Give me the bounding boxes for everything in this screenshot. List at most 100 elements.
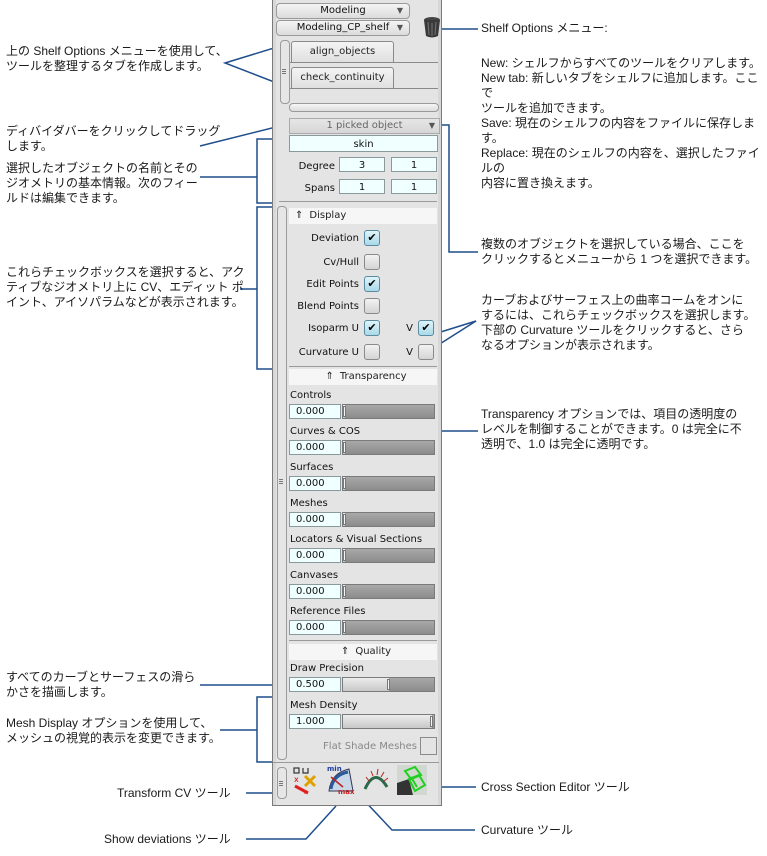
slider-track[interactable]	[342, 584, 435, 599]
checkmark-icon: ✔	[367, 231, 377, 244]
deviation-checkbox[interactable]: ✔	[364, 230, 380, 246]
transparency-value[interactable]: 0.000	[289, 548, 341, 563]
annotation-cross-section: Cross Section Editor ツール	[481, 780, 630, 794]
curvature-tool[interactable]	[361, 765, 391, 795]
slider-fill	[343, 678, 389, 691]
slider-thumb[interactable]	[343, 550, 346, 561]
draw-precision-value[interactable]: 0.500	[289, 677, 341, 692]
slider-track[interactable]	[342, 476, 435, 491]
annotation-shelf-options-body: New: シェルフからすべてのツールをクリアします。 New tab: 新しいタ…	[481, 56, 761, 190]
slider-thumb[interactable]	[343, 406, 346, 417]
transform-cv-icon: x	[293, 767, 317, 795]
min-label: min	[327, 765, 342, 773]
transparency-value[interactable]: 0.000	[289, 620, 341, 635]
trash-can-icon[interactable]	[423, 16, 441, 38]
cross-section-editor-tool[interactable]	[397, 765, 427, 795]
quality-title: Quality	[355, 646, 392, 657]
transparency-slider[interactable]: 0.000	[289, 512, 435, 527]
annotation-divider: ディバイダバーをクリックしてドラッグ します。	[6, 124, 221, 153]
annotation-picked-menu: 複数のオブジェクトを選択している場合、ここを クリックするとメニューから 1 つ…	[481, 237, 758, 266]
transparency-item-label: Locators & Visual Sections	[290, 534, 423, 545]
slider-track[interactable]	[342, 677, 435, 692]
transparency-slider[interactable]: 0.000	[289, 620, 435, 635]
spans-u-field[interactable]: 1	[339, 179, 385, 194]
transparency-value[interactable]: 0.000	[289, 584, 341, 599]
divider-bar[interactable]	[289, 103, 439, 112]
slider-thumb[interactable]	[343, 514, 346, 525]
isoparm-u-checkbox[interactable]: ✔	[364, 320, 380, 336]
degree-u-field[interactable]: 3	[339, 157, 385, 172]
cross-section-editor-icon	[397, 765, 427, 795]
cv-hull-checkbox[interactable]	[364, 254, 380, 270]
callout-line-show-deviations	[246, 805, 337, 840]
control-panel: Modeling ▼ Modeling_CP_shelf ▼ align_obj…	[272, 0, 442, 806]
transparency-item-label: Controls	[290, 390, 332, 401]
transparency-title: Transparency	[339, 371, 407, 382]
svg-text:x: x	[294, 775, 299, 784]
blend-points-checkbox[interactable]	[364, 298, 380, 314]
slider-thumb[interactable]	[343, 478, 346, 489]
slider-track[interactable]	[342, 512, 435, 527]
tool-shelf-grip[interactable]	[277, 767, 287, 799]
transparency-value[interactable]: 0.000	[289, 440, 341, 455]
max-label: max	[338, 788, 355, 795]
slider-thumb[interactable]	[343, 442, 346, 453]
mesh-density-value[interactable]: 1.000	[289, 714, 341, 729]
slider-track[interactable]	[342, 440, 435, 455]
spans-v-field[interactable]: 1	[391, 179, 437, 194]
tab-check-continuity[interactable]: check_continuity	[291, 67, 394, 88]
slider-track[interactable]	[342, 620, 435, 635]
curvature-u-label: Curvature U	[298, 347, 359, 358]
transparency-value[interactable]: 0.000	[289, 476, 341, 491]
mesh-density-slider[interactable]: 1.000	[289, 714, 435, 729]
dropdown-arrow-icon: ▼	[396, 23, 403, 32]
degree-v-field[interactable]: 1	[391, 157, 437, 172]
menu-set-dropdown[interactable]: Modeling ▼	[276, 3, 410, 19]
transparency-section-header[interactable]: ⇑Transparency	[289, 369, 437, 385]
transform-cv-tool[interactable]: x	[291, 765, 321, 795]
transparency-slider[interactable]: 0.000	[289, 476, 435, 491]
shelf-options-dropdown[interactable]: Modeling_CP_shelf ▼	[276, 20, 410, 36]
transparency-item-label: Canvases	[290, 570, 339, 581]
transparency-value[interactable]: 0.000	[289, 512, 341, 527]
annotation-curvature-tool: Curvature ツール	[481, 823, 574, 837]
flat-shade-meshes-checkbox[interactable]	[420, 737, 437, 755]
transparency-slider[interactable]: 0.000	[289, 548, 435, 563]
transparency-slider[interactable]: 0.000	[289, 584, 435, 599]
object-name-field[interactable]: skin	[289, 135, 438, 152]
tool-shelf: x min max	[273, 762, 439, 803]
flat-shade-meshes-label: Flat Shade Meshes	[323, 741, 417, 752]
quality-section-header[interactable]: ⇑Quality	[289, 644, 437, 660]
panel-scrollbar[interactable]	[277, 206, 287, 760]
display-section-header[interactable]: ⇑Display	[289, 208, 437, 224]
show-deviations-tool[interactable]: min max	[325, 765, 355, 795]
picked-object-dropdown[interactable]: 1 picked object ▼	[289, 118, 440, 134]
edit-points-checkbox[interactable]: ✔	[364, 276, 380, 292]
annotation-display-checkboxes: これらチェックボックスを選択すると、アク ティブなジオメトリ上に CV、エディッ…	[6, 265, 245, 309]
tab-baseline	[290, 62, 438, 63]
dropdown-arrow-icon: ▼	[396, 6, 403, 15]
checkmark-icon: ✔	[367, 277, 377, 290]
tab-align-objects[interactable]: align_objects	[291, 41, 394, 62]
deviation-label: Deviation	[311, 233, 359, 244]
slider-track[interactable]	[342, 548, 435, 563]
curvature-u-checkbox[interactable]	[364, 344, 380, 360]
transparency-item-label: Curves & COS	[290, 426, 361, 437]
slider-track[interactable]	[342, 714, 435, 729]
slider-track[interactable]	[342, 404, 435, 419]
transparency-value[interactable]: 0.000	[289, 404, 341, 419]
slider-thumb[interactable]	[387, 679, 390, 690]
transparency-item-label: Surfaces	[290, 462, 334, 473]
transparency-slider[interactable]: 0.000	[289, 404, 435, 419]
draw-precision-slider[interactable]: 0.500	[289, 677, 435, 692]
annotation-curvature-checkboxes: カーブおよびサーフェス上の曲率コームをオンに するには、これらチェックボックスを…	[481, 293, 756, 352]
annotation-object-info: 選択したオブジェクトの名前とその ジオメトリの基本情報。次のフィー ルドは編集で…	[6, 161, 198, 205]
shelf-grip-handle[interactable]	[280, 40, 290, 104]
isoparm-v-checkbox[interactable]: ✔	[418, 320, 434, 336]
slider-thumb[interactable]	[430, 716, 433, 727]
transparency-slider[interactable]: 0.000	[289, 440, 435, 455]
curvature-v-checkbox[interactable]	[418, 344, 434, 360]
slider-thumb[interactable]	[343, 622, 346, 633]
slider-thumb[interactable]	[343, 586, 346, 597]
annotation-show-deviations: Show deviations ツール	[104, 832, 231, 846]
